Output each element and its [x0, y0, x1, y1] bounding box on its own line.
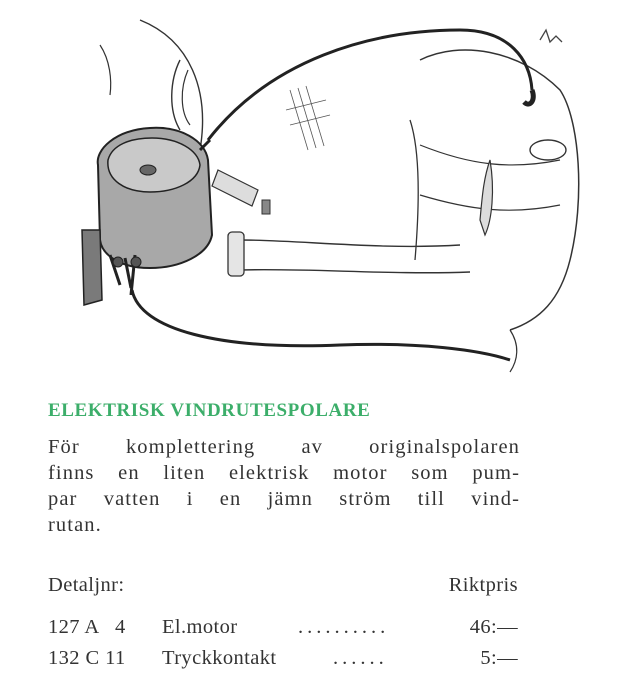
washer-motor-illustration: [81, 19, 580, 373]
description-line: par vatten i en jämn ström till vind-: [48, 488, 520, 510]
part-number-header: Detaljnr:: [48, 574, 125, 596]
leader-dots: ..........: [298, 616, 390, 638]
part-price: 46:—: [469, 616, 518, 638]
table-row: 127 A 4 El.motor .......... 46:—: [48, 616, 518, 642]
description-paragraph: För komplettering av originalspolaren fi…: [48, 434, 520, 538]
section-heading: ELEKTRISK VINDRUTESPOLARE: [48, 400, 371, 421]
table-header: Detaljnr: Riktpris: [48, 574, 518, 597]
description-line: För komplettering av originalspolaren: [48, 436, 520, 458]
leader-dots: ......: [333, 647, 388, 669]
part-number: 132 C 11: [48, 647, 126, 669]
part-price: 5:—: [480, 647, 518, 669]
table-row: 132 C 11 Tryckkontakt ...... 5:—: [48, 647, 518, 673]
part-number: 127 A 4: [48, 616, 126, 638]
price-header: Riktpris: [448, 574, 518, 596]
part-name: El.motor: [162, 616, 238, 638]
description-line: rutan.: [48, 514, 102, 536]
part-name: Tryckkontakt: [162, 647, 277, 669]
description-line: finns en liten elektrisk motor som pum-: [48, 462, 520, 484]
